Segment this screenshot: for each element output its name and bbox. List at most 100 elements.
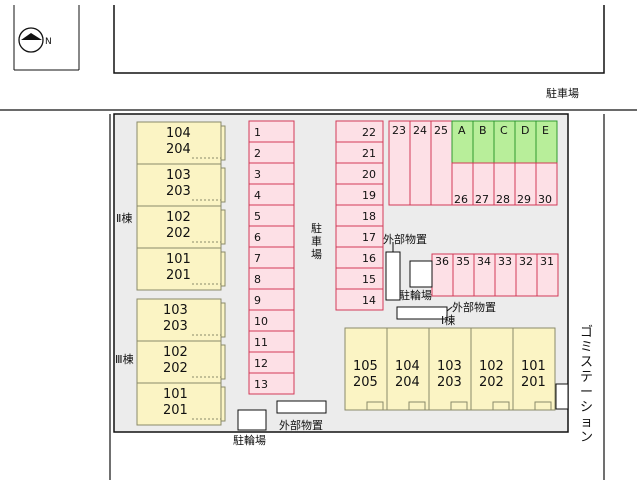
stall-number: 31 (540, 255, 554, 268)
storage-right-box (396, 306, 448, 320)
stall-number: 32 (519, 255, 533, 268)
stall-number: 8 (254, 273, 261, 286)
parking-stall (335, 288, 384, 311)
garbage-station-char: ミ (580, 340, 593, 355)
unit-number-2f: 202 (166, 226, 191, 241)
stall-letter: B (479, 124, 487, 137)
stall-number: 17 (362, 231, 376, 244)
stall-number: 33 (498, 255, 512, 268)
unit-number-2f: 203 (437, 375, 462, 390)
unit-number-2f: 204 (166, 142, 191, 157)
top-parking-outline (113, 5, 605, 74)
center-parking-char: 場 (311, 248, 322, 261)
unit-number-2f: 201 (521, 375, 546, 390)
building-ii-unit (136, 163, 222, 207)
stall-number: 18 (362, 210, 376, 223)
center-parking-char: 車 (311, 234, 322, 248)
stall-number: 24 (413, 124, 427, 137)
unit-number-1f: 101 (163, 387, 188, 402)
bike-parking-left-box (237, 409, 267, 431)
storage-left-box (276, 400, 327, 414)
unit-number-2f: 201 (163, 403, 188, 418)
unit-number-1f: 103 (437, 359, 462, 374)
unit-number-1f: 102 (163, 345, 188, 360)
unit-number-1f: 102 (479, 359, 504, 374)
building-iii-unit (136, 340, 222, 384)
garbage-station-char: ー (580, 385, 593, 400)
stall-number: 3 (254, 168, 261, 181)
building-i-unit (512, 327, 556, 411)
stall-number: 14 (362, 294, 376, 307)
garbage-station-char: シ (580, 400, 593, 415)
building-iii-unit-balcony (220, 302, 226, 338)
stall-number: 23 (392, 124, 406, 137)
unit-number-1f: 101 (521, 359, 546, 374)
building-iii-label: Ⅲ棟 (115, 352, 134, 366)
bike-parking-right-label: 駐輪場 (399, 288, 432, 302)
top-parking-label: 駐車場 (546, 86, 579, 100)
stall-number: 21 (362, 147, 376, 160)
stall-number: 10 (254, 315, 268, 328)
stall-number: 36 (435, 255, 449, 268)
stall-letter: E (542, 124, 549, 137)
stall-number: 26 (454, 193, 468, 206)
stall-number: 27 (475, 193, 489, 206)
parking-stall (535, 162, 558, 206)
stall-number: 15 (362, 273, 376, 286)
stall-letter: C (500, 124, 508, 137)
garbage-station-char: ョ (580, 415, 593, 430)
building-ii-unit-balcony (220, 167, 226, 203)
stall-number: 13 (254, 378, 268, 391)
stall-number: 16 (362, 252, 376, 265)
building-ii-unit-balcony (220, 125, 226, 161)
building-i-unit-porch (366, 401, 384, 411)
unit-number-1f: 102 (166, 210, 191, 225)
building-ii-unit (136, 247, 222, 291)
stall-number: 22 (362, 126, 376, 139)
garbage-station-char: ゴ (580, 324, 593, 340)
storage-top-right-box (385, 251, 401, 301)
storage-left-label: 外部物置 (279, 418, 323, 432)
building-ii-unit-balcony (220, 209, 226, 245)
building-i-unit-porch (450, 401, 468, 411)
unit-number-1f: 101 (166, 252, 191, 267)
unit-number-1f: 103 (166, 168, 191, 183)
stall-number: 20 (362, 168, 376, 181)
stall-letter: A (458, 124, 466, 137)
unit-number-2f: 203 (163, 319, 188, 334)
parking-stall (248, 372, 295, 395)
stall-number: 28 (496, 193, 510, 206)
stall-number: 2 (254, 147, 261, 160)
stall-number: 11 (254, 336, 268, 349)
garbage-station-char: ス (580, 355, 593, 370)
stall-number: 19 (362, 189, 376, 202)
garbage-station-box (555, 383, 569, 410)
parking-stall (536, 253, 559, 297)
stall-number: 30 (538, 193, 552, 206)
building-i-label: Ⅰ棟 (441, 313, 455, 327)
compass-arrow-icon (21, 33, 42, 40)
building-i-unit-porch (492, 401, 510, 411)
unit-number-2f: 204 (395, 375, 420, 390)
building-i-unit (344, 327, 388, 411)
compass-letter: N (45, 37, 52, 47)
stall-letter: D (521, 124, 529, 137)
building-i-unit-porch (534, 401, 552, 411)
building-iii-unit-balcony (220, 386, 226, 422)
storage-right-leader (446, 306, 453, 312)
north-compass: N (18, 27, 52, 53)
stall-number: 34 (477, 255, 491, 268)
stall-number: 29 (517, 193, 531, 206)
stall-number: 5 (254, 210, 261, 223)
building-ii-unit (136, 205, 222, 249)
building-iii-unit (136, 382, 222, 426)
stall-number: 1 (254, 126, 261, 139)
unit-number-2f: 202 (479, 375, 504, 390)
garbage-station-char: テ (580, 370, 593, 385)
unit-number-2f: 205 (353, 375, 378, 390)
building-i-unit-porch (408, 401, 426, 411)
